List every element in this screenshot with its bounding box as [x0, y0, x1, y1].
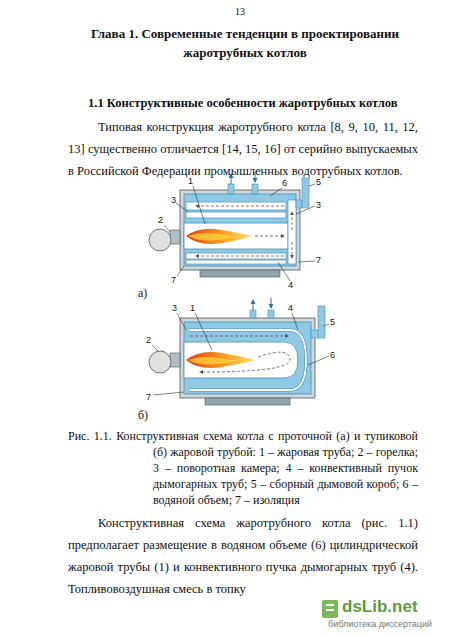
callout-number: 2 [158, 215, 163, 225]
callout-number: 1 [188, 176, 193, 186]
body-paragraph: Конструктивная схема жаротрубного котла … [68, 512, 418, 600]
callout-number: 5 [330, 317, 335, 327]
callout-number: 3 [172, 303, 177, 313]
chapter-title: Глава 1. Современные тенденции в проекти… [70, 24, 420, 62]
callout-number: 1 [190, 303, 195, 313]
subfigure-label: б) [138, 408, 148, 423]
watermark-icon [322, 600, 338, 618]
callout-number: 7 [146, 392, 151, 402]
callout-number: 3 [316, 200, 321, 210]
callout-number: 2 [146, 335, 151, 345]
section-heading: 1.1 Конструктивные особенности жаротрубн… [88, 96, 398, 111]
callout-number: 7 [316, 255, 321, 265]
subfigure-label: а) [138, 286, 147, 301]
watermark: dsLib.net [342, 597, 418, 617]
callout-number: 4 [288, 280, 293, 290]
leader-lines-b [152, 313, 329, 395]
boiler-a [149, 172, 309, 277]
callout-number: 6 [330, 350, 335, 360]
watermark: библиотека диссертаций [328, 619, 432, 629]
page-number: 13 [235, 6, 245, 17]
callout-number: 6 [282, 178, 287, 188]
callout-number: 4 [288, 303, 293, 313]
callout-number: 7 [171, 275, 176, 285]
body-paragraph: Типовая конструкция жаротрубного котла [… [68, 116, 418, 182]
callout-number: 5 [316, 177, 321, 187]
figure-caption: Рис. 1.1. Конструктивная схема котла с п… [68, 428, 418, 508]
callout-number: 3 [171, 195, 176, 205]
boiler-b [149, 298, 325, 405]
leader-lines-a [164, 184, 315, 281]
